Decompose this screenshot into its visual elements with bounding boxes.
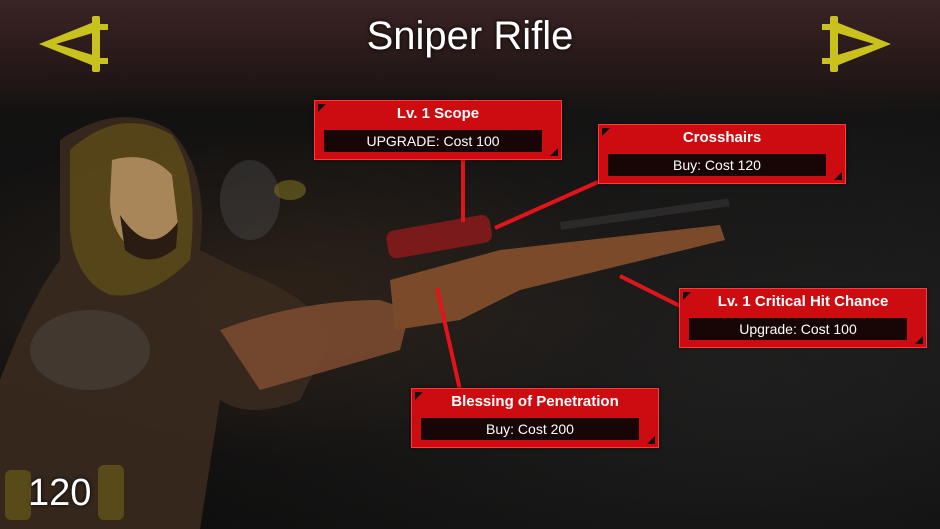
- upgrade-panel-scope[interactable]: Lv. 1 Scope UPGRADE: Cost 100: [314, 100, 562, 160]
- coin-count: 120: [28, 472, 92, 514]
- upgrade-action-button[interactable]: UPGRADE: Cost 100: [324, 130, 542, 152]
- previous-weapon-button[interactable]: [34, 14, 112, 74]
- corner-marker: [683, 292, 691, 300]
- character-arm: [220, 300, 410, 390]
- corner-marker: [550, 148, 558, 156]
- upgrade-panel-crosshairs[interactable]: Crosshairs Buy: Cost 120: [598, 124, 846, 184]
- stone-wall-header-background: [0, 0, 940, 110]
- upgrade-name: Blessing of Penetration: [451, 393, 619, 410]
- upgrade-action-button[interactable]: Buy: Cost 200: [421, 418, 639, 440]
- upgrade-action-button[interactable]: Upgrade: Cost 100: [689, 318, 907, 340]
- character-beard: [120, 215, 178, 260]
- arrow-left-icon: [39, 16, 108, 72]
- rifle-stock: [390, 225, 725, 330]
- corner-marker: [834, 172, 842, 180]
- corner-marker: [915, 336, 923, 344]
- coin-jar: [5, 470, 31, 520]
- corner-marker: [647, 436, 655, 444]
- coin-jar: [98, 465, 124, 520]
- upgrade-name: Crosshairs: [682, 129, 762, 146]
- upgrade-name: Lv. 1 Critical Hit Chance: [717, 293, 889, 310]
- corner-marker: [318, 104, 326, 112]
- rifle-muzzle-smoke: [274, 180, 306, 200]
- upgrade-panel-blessing[interactable]: Blessing of Penetration Buy: Cost 200: [411, 388, 659, 448]
- smoke: [220, 160, 280, 240]
- upgrade-panel-critical-hit[interactable]: Lv. 1 Critical Hit Chance Upgrade: Cost …: [679, 288, 927, 348]
- next-weapon-button[interactable]: [818, 14, 896, 74]
- corner-marker: [602, 128, 610, 136]
- smoke: [30, 310, 150, 390]
- upgrade-action-button[interactable]: Buy: Cost 120: [608, 154, 826, 176]
- connector-line-critical: [619, 274, 681, 308]
- rifle-barrel: [559, 198, 730, 230]
- arrow-right-icon: [822, 16, 891, 72]
- connector-line-crosshairs: [494, 180, 599, 230]
- corner-marker: [415, 392, 423, 400]
- upgrade-name: Lv. 1 Scope: [396, 105, 480, 122]
- rifle-scope: [386, 215, 492, 259]
- connector-line-blessing: [435, 287, 462, 391]
- weapon-title: Sniper Rifle: [366, 14, 574, 58]
